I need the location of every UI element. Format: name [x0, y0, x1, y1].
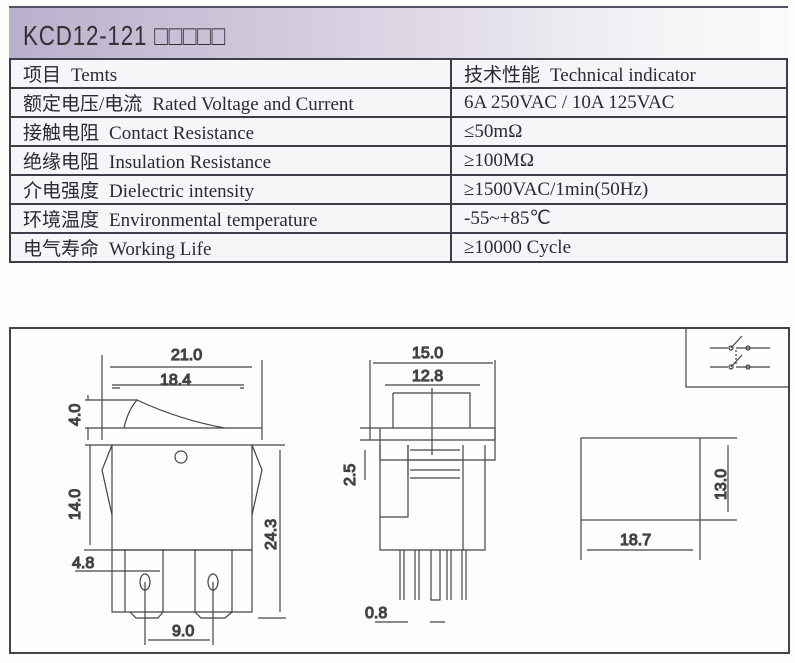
row-label: 介电强度 Dielectric intensity [9, 174, 452, 205]
spec-table: 项目 Temts 技术性能 Technical indicator 额定电压/电流 R… [9, 58, 788, 263]
table-row: 接触电阻 Contact Resistance ≤50mΩ [9, 116, 788, 147]
dim-pin-width: 0.8 [365, 605, 387, 622]
dim-front-width: 21.0 [171, 347, 202, 364]
panel-cutout [580, 437, 737, 560]
product-title: KCD12-121 □□□□□ [23, 20, 226, 51]
label-en: Rated Voltage and Current [152, 94, 354, 115]
table-row: 绝缘电阻 Insulation Resistance ≥100MΩ [9, 145, 788, 176]
row-value: ≥10000 Cycle [450, 232, 788, 263]
row-label: 电气寿命 Working Life [9, 232, 452, 263]
dim-terminal-pitch: 9.0 [172, 623, 194, 640]
dim-side-inner-width: 12.8 [412, 368, 443, 385]
dim-side-width: 15.0 [412, 345, 443, 362]
label-zh: 环境温度 [23, 210, 100, 231]
table-row: 介电强度 Dielectric intensity ≥1500VAC/1min(50… [9, 174, 788, 205]
label-en: Contact Resistance [109, 123, 255, 144]
double-pole-switch-icon [685, 328, 789, 388]
side-view [360, 360, 496, 623]
dim-body-height: 14.0 [67, 489, 84, 520]
header-item-en: Temts [71, 65, 118, 86]
table-row: 额定电压/电流 Rated Voltage and Current 6A 250VA… [9, 87, 788, 118]
row-label: 环境温度 Environmental temperature [9, 203, 452, 234]
row-label: 额定电压/电流 Rated Voltage and Current [9, 87, 452, 118]
row-value: ≥1500VAC/1min(50Hz) [450, 174, 788, 205]
header-spec-en: Technical indicator [550, 65, 696, 86]
row-label: 接触电阻 Contact Resistance [9, 116, 452, 147]
dim-total-height: 24.3 [263, 519, 280, 550]
table-row: 电气寿命 Working Life ≥10000 Cycle [9, 232, 788, 263]
dim-cutout-width: 18.7 [620, 532, 651, 549]
table-header-row: 项目 Temts 技术性能 Technical indicator [9, 58, 788, 89]
front-view [75, 355, 286, 645]
row-value: 6A 250VAC / 10A 125VAC [450, 87, 788, 118]
label-en: Environmental temperature [109, 210, 318, 231]
header-spec: 技术性能 Technical indicator [450, 58, 788, 89]
label-zh: 额定电压/电流 [23, 94, 143, 115]
title-band: KCD12-121 □□□□□ [9, 6, 788, 60]
row-value: ≥100MΩ [450, 145, 788, 176]
header-spec-zh: 技术性能 [464, 65, 541, 86]
label-en: Dielectric intensity [109, 181, 255, 202]
label-zh: 介电强度 [23, 181, 100, 202]
label-en: Insulation Resistance [109, 152, 272, 173]
label-zh: 电气寿命 [23, 239, 100, 260]
row-value: -55~+85℃ [450, 203, 788, 234]
row-value: ≤50mΩ [450, 116, 788, 147]
drawing-frame [9, 327, 790, 654]
header-item: 项目 Temts [9, 58, 452, 89]
label-en: Working Life [109, 239, 212, 260]
dim-rocker-height: 4.0 [67, 404, 84, 426]
dim-cutout-height: 13.0 [713, 469, 730, 500]
label-zh: 绝缘电阻 [23, 152, 100, 173]
header-item-zh: 项目 [23, 65, 62, 86]
label-zh: 接触电阻 [23, 123, 100, 144]
row-label: 绝缘电阻 Insulation Resistance [9, 145, 452, 176]
dim-flange: 2.5 [342, 464, 359, 486]
table-row: 环境温度 Environmental temperature -55~+85℃ [9, 203, 788, 234]
dim-rocker-width: 18.4 [160, 372, 191, 389]
dim-terminal-width: 4.8 [72, 555, 94, 572]
